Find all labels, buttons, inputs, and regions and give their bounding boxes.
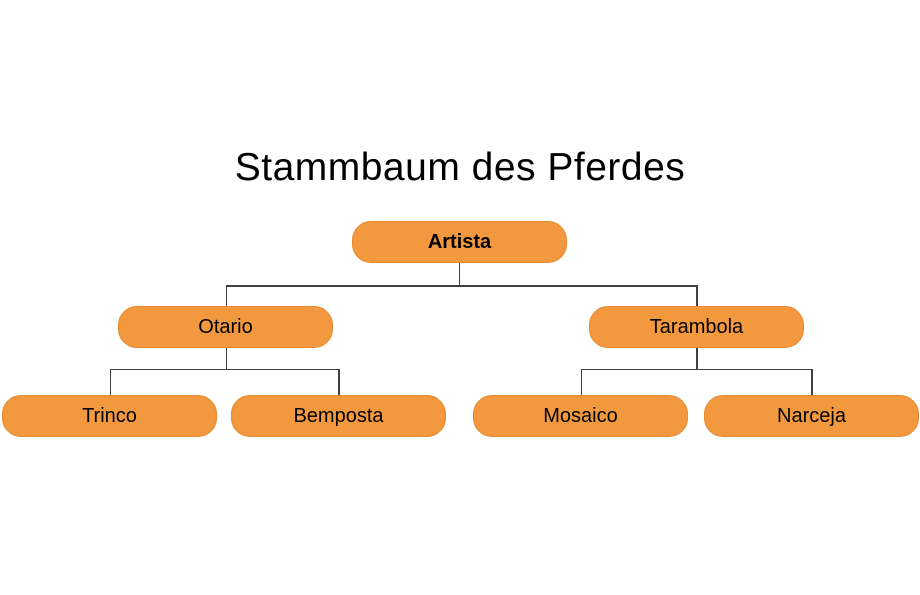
connector-otario-down [225, 348, 227, 370]
tree-node-trinco: Trinco [2, 395, 217, 437]
connector-level2-horizontal [225, 285, 698, 287]
tree-node-bemposta: Bemposta [231, 395, 446, 437]
connector-artista-down [458, 263, 460, 286]
tree-node-label: Narceja [777, 404, 846, 427]
connector-otario-up [225, 285, 227, 306]
connector-trinco-up [109, 368, 111, 396]
diagram-title: Stammbaum des Pferdes [234, 146, 686, 189]
connector-tarambola-up [696, 285, 698, 306]
tree-node-label: Mosaico [543, 404, 618, 427]
connector-otario-children-horizontal [109, 368, 340, 370]
tree-node-label: Trinco [82, 404, 137, 427]
tree-node-label: Artista [427, 230, 492, 253]
tree-node-label: Tarambola [649, 315, 744, 338]
connector-bemposta-up [338, 368, 340, 396]
tree-node-otario: Otario [118, 306, 333, 348]
connector-tarambola-children-horizontal [580, 368, 812, 370]
tree-node-mosaico: Mosaico [473, 395, 688, 437]
connector-narceja-up [811, 368, 813, 396]
connector-tarambola-down [696, 348, 698, 370]
tree-node-label: Bemposta [293, 404, 384, 427]
tree-node-label: Otario [198, 315, 253, 338]
connector-mosaico-up [580, 368, 582, 396]
tree-node-tarambola: Tarambola [589, 306, 804, 348]
tree-node-narceja: Narceja [704, 395, 919, 437]
tree-node-artista: Artista [352, 221, 567, 263]
